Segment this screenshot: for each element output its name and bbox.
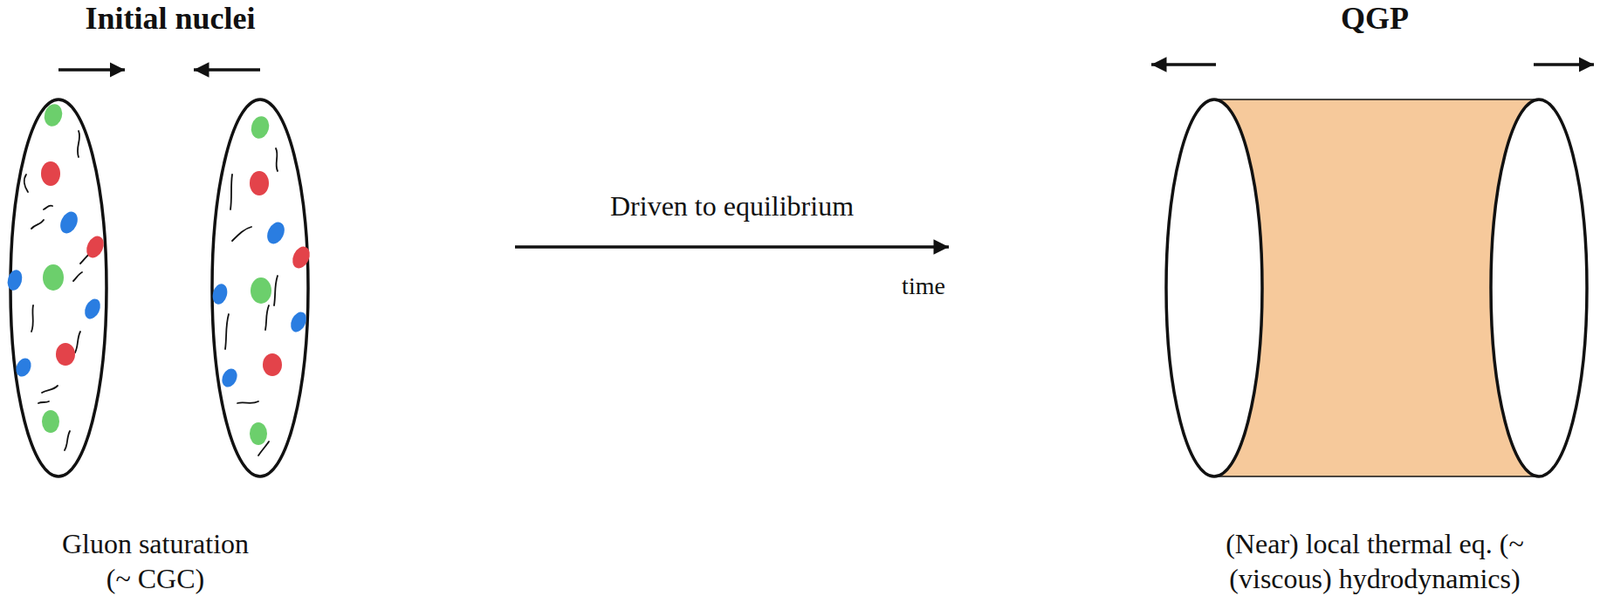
expansion-arrow bbox=[1533, 62, 1594, 67]
gluon-string bbox=[274, 275, 278, 306]
cylinder-end bbox=[1490, 99, 1587, 477]
blue-charge bbox=[210, 281, 230, 306]
expansion-arrow bbox=[1151, 62, 1216, 67]
blue-charge bbox=[288, 309, 310, 336]
gluon-string bbox=[64, 431, 70, 451]
group-caption: Gluon saturation (~ CGC) bbox=[48, 526, 263, 596]
gluon-string bbox=[24, 174, 28, 193]
cylinder-end bbox=[1166, 99, 1263, 477]
gluon-string bbox=[77, 130, 80, 158]
red-charge bbox=[288, 243, 313, 271]
blue-charge bbox=[219, 366, 241, 391]
gluon-string bbox=[237, 401, 259, 404]
group-heading: Initial nuclei bbox=[84, 0, 255, 36]
red-charge bbox=[55, 343, 76, 366]
green-charge bbox=[42, 264, 64, 291]
color-charges bbox=[210, 114, 313, 446]
gluon-string bbox=[230, 174, 233, 210]
axis-label: time bbox=[901, 271, 946, 302]
green-charge bbox=[248, 114, 272, 141]
red-charge bbox=[41, 161, 61, 186]
blue-charge bbox=[263, 219, 288, 247]
gluon-string bbox=[75, 331, 81, 353]
gluon-string bbox=[41, 385, 58, 393]
gluon-string bbox=[38, 401, 49, 404]
red-charge bbox=[249, 171, 269, 196]
green-charge bbox=[41, 102, 65, 129]
gluon-string bbox=[225, 314, 229, 350]
gluon-strings bbox=[24, 130, 93, 451]
blue-charge bbox=[5, 267, 25, 292]
gluon-string bbox=[265, 305, 269, 330]
cylinder-edge bbox=[1214, 475, 1539, 478]
diagram-group: Initial nucleiGluon saturation (~ CGC) bbox=[0, 0, 516, 596]
motion-arrow bbox=[58, 68, 125, 72]
group-caption: (Near) local thermal eq. (~ (viscous) hy… bbox=[1207, 526, 1543, 596]
arrow-label: Driven to equilibrium bbox=[606, 188, 858, 224]
gluon-string bbox=[43, 205, 53, 210]
blue-charge bbox=[13, 356, 35, 380]
green-charge bbox=[249, 422, 268, 446]
transition-arrow bbox=[515, 245, 949, 249]
gluon-string bbox=[232, 226, 252, 241]
group-heading: QGP bbox=[1340, 0, 1409, 36]
blue-charge bbox=[82, 296, 104, 323]
gluon-string bbox=[73, 272, 83, 282]
gluon-string bbox=[275, 148, 278, 172]
diagram-group: QGP (Near) local thermal eq. (~ (viscous)… bbox=[948, 0, 1600, 596]
red-charge bbox=[82, 233, 107, 261]
gluon-strings bbox=[225, 148, 278, 456]
gluon-string bbox=[31, 305, 34, 332]
nucleus-ellipse bbox=[10, 99, 107, 477]
green-charge bbox=[41, 410, 60, 433]
gluon-string bbox=[31, 219, 44, 229]
red-charge bbox=[262, 353, 282, 377]
color-charges bbox=[5, 102, 107, 433]
motion-arrow bbox=[193, 68, 261, 72]
cylinder-edge bbox=[1214, 98, 1539, 101]
blue-charge bbox=[56, 208, 81, 236]
green-charge bbox=[250, 277, 272, 304]
